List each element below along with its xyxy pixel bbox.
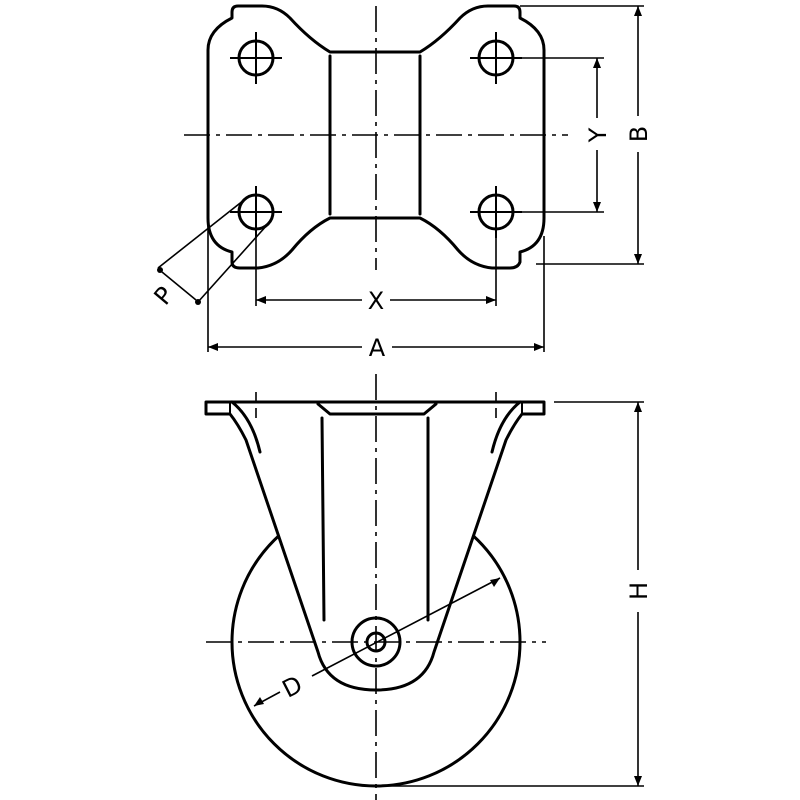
bolt-hole-bottom-left <box>230 186 282 238</box>
side-caster-view <box>204 374 546 800</box>
bolt-hole-top-right <box>470 32 522 84</box>
dimension-b-label: B <box>625 126 653 142</box>
dimension-y: Y <box>522 57 612 213</box>
bolt-hole-bottom-right <box>470 186 522 238</box>
dimension-x: X <box>255 236 497 315</box>
dimension-h-label: H <box>625 582 653 600</box>
dimension-x-label: X <box>368 287 384 315</box>
plate-step <box>229 402 523 414</box>
plate-outline <box>206 4 546 270</box>
dimension-a-label: A <box>369 334 386 362</box>
dimension-d-label: D <box>278 670 307 703</box>
fork-top-inner <box>230 400 522 454</box>
dimension-a: A <box>207 222 545 362</box>
dimension-y-label: Y <box>584 127 612 143</box>
bolt-hole-top-left <box>230 32 282 84</box>
dimension-h: H <box>380 401 653 787</box>
top-plate-view <box>184 4 568 270</box>
fork-shoulder <box>316 402 438 416</box>
dimension-p-label: P <box>148 281 179 310</box>
dimension-b: B <box>520 5 653 265</box>
fork-rib-left <box>320 416 326 622</box>
